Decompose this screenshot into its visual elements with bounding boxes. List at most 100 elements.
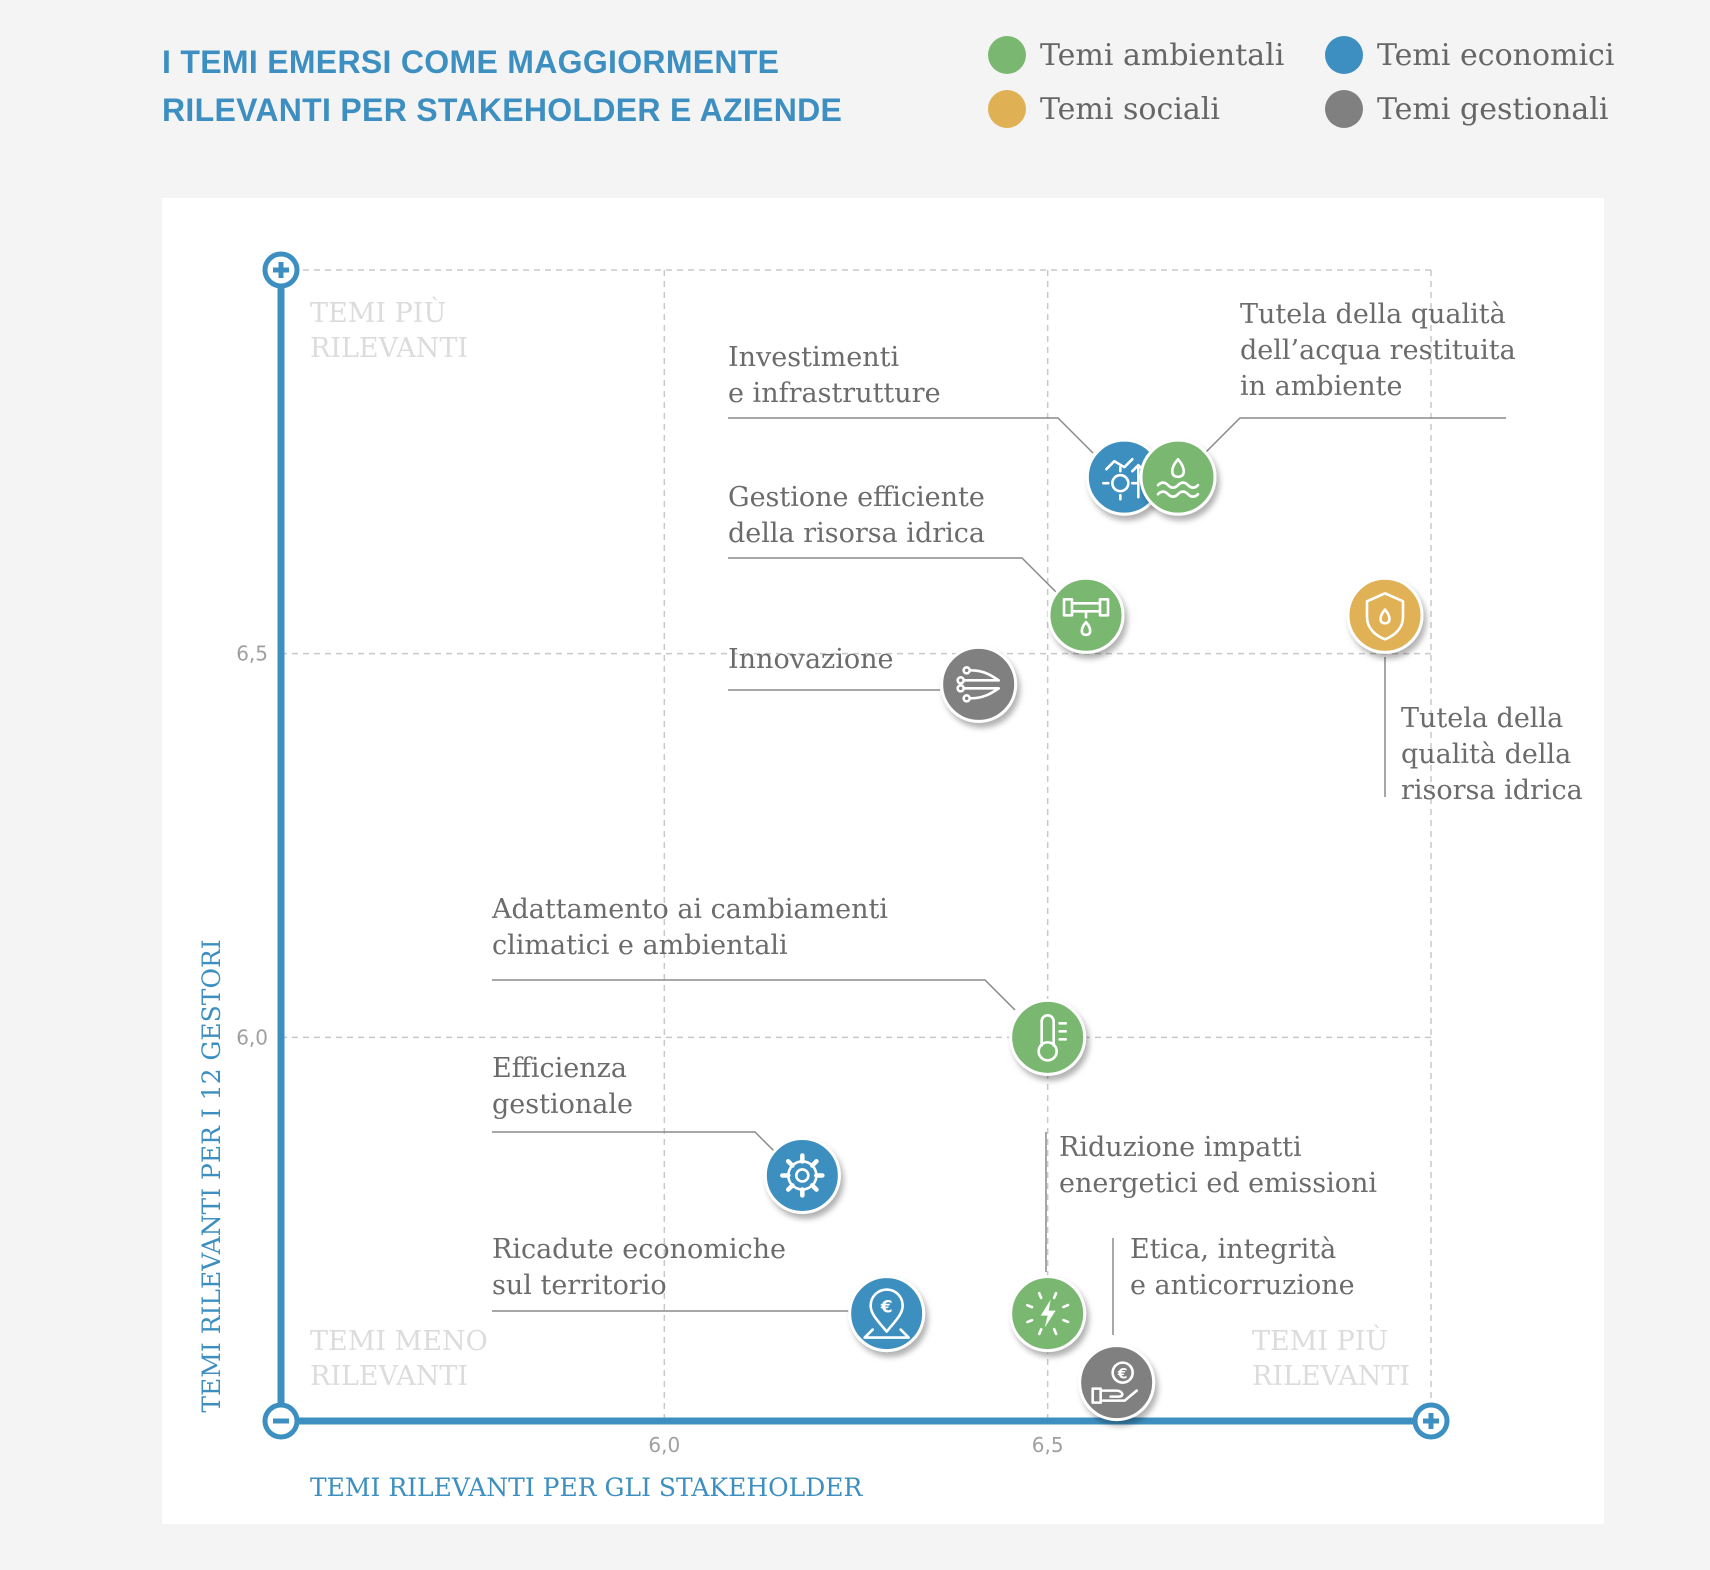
wave-2 — [1156, 490, 1200, 498]
data-point-circle — [1078, 1344, 1156, 1422]
point-label: Innovazione — [728, 644, 894, 675]
pipe-flange-r — [1098, 597, 1110, 617]
legend-label-sociali: Temi sociali — [1040, 91, 1220, 127]
circuit-node — [956, 684, 965, 693]
shield-shape — [1365, 591, 1405, 641]
data-point — [1346, 576, 1424, 654]
point-label-line: gestionale — [492, 1089, 633, 1120]
gear-tooth — [785, 1183, 795, 1192]
coin-euro: € — [1117, 1367, 1128, 1383]
quadrant-label-top-left-line: TEMI PIÙ — [310, 295, 446, 329]
chart-title: I TEMI EMERSI COME MAGGIORMENTE RILEVANT… — [162, 38, 922, 134]
quadrant-label-bottom-left-line: TEMI MENO — [310, 1326, 488, 1357]
data-point-circle — [763, 1136, 841, 1214]
x-axis-title: TEMI RILEVANTI PER GLI STAKEHOLDER — [310, 1473, 864, 1502]
leader-line — [728, 417, 1094, 454]
point-label-line: energetici ed emissioni — [1059, 1168, 1377, 1199]
legend-dot-sociali — [988, 90, 1026, 128]
point-label-line: Investimenti — [728, 342, 899, 373]
circuit-node — [962, 666, 971, 675]
hand-euro-icon: € — [1091, 1361, 1138, 1404]
drop-shape — [1170, 457, 1186, 479]
circuit-lines — [963, 669, 1000, 700]
drop-shape — [1080, 620, 1092, 637]
point-label-line: Tutela della — [1401, 703, 1563, 734]
point-label: Tutela della qualità dell’acqua restituit… — [1240, 299, 1516, 402]
point-label-line: sul territorio — [492, 1270, 667, 1301]
euro-pin-icon: € — [863, 1288, 910, 1339]
point-label-line: Efficienza — [492, 1053, 627, 1084]
point-label-line: Adattamento ai cambiamenti — [491, 894, 888, 925]
quadrant-label-bottom-right-line: TEMI PIÙ — [1252, 1323, 1388, 1357]
data-point — [763, 1136, 841, 1214]
point-label-line: Innovazione — [728, 644, 894, 675]
circuit-icon — [956, 666, 1000, 703]
water-waves-icon — [1156, 457, 1200, 498]
leader-line — [492, 1131, 786, 1163]
thermo-tube — [1040, 1014, 1055, 1047]
quadrant-label-bottom-left-line: RILEVANTI — [310, 1361, 468, 1392]
point-label-line: qualità della — [1401, 739, 1571, 770]
quadrant-label-top-left: TEMI PIÙ RILEVANTI — [310, 295, 468, 364]
x-axis-plus-icon — [1412, 1402, 1450, 1440]
thermo-bulb — [1037, 1041, 1058, 1062]
origin-minus-icon — [262, 1402, 300, 1440]
point-label: Adattamento ai cambiamenti climatici e am… — [491, 894, 888, 961]
pipe-body — [1070, 601, 1102, 619]
data-point-circle — [1346, 576, 1424, 654]
point-label-line: Riduzione impatti — [1059, 1132, 1302, 1163]
hand-shape — [1091, 1387, 1138, 1404]
wave-1 — [1156, 481, 1200, 489]
pin-base — [863, 1328, 910, 1339]
legend-item-economici: Temi economici — [1325, 36, 1614, 74]
point-label-line: climatici e ambientali — [492, 930, 788, 961]
energy-ray — [1052, 1327, 1058, 1336]
energy-ray — [1052, 1291, 1058, 1300]
point-label-line: della risorsa idrica — [728, 518, 985, 549]
data-point-circle — [1009, 998, 1087, 1076]
trend-line — [1105, 457, 1134, 471]
circuit-node — [962, 694, 971, 703]
point-label: Riduzione impatti energetici ed emissioni — [1059, 1132, 1377, 1199]
point-label-line: dell’acqua restituita — [1240, 335, 1516, 366]
legend-item-gestionali: Temi gestionali — [1325, 90, 1608, 128]
point-label-line: Tutela della qualità — [1240, 299, 1506, 330]
pin-shape — [869, 1288, 904, 1333]
leader-line — [1204, 417, 1506, 454]
thermo-marks — [1058, 1022, 1067, 1041]
coin-ring — [1111, 1361, 1134, 1384]
y-tick-label: 6,0 — [236, 1025, 268, 1049]
energy-ray — [1026, 1303, 1034, 1309]
thermometer-icon — [1037, 1014, 1067, 1062]
gear-tooth — [785, 1159, 795, 1168]
drop-shape — [1379, 608, 1391, 625]
quadrant-label-bottom-right-line: RILEVANTI — [1252, 1361, 1410, 1392]
gear-tooth — [809, 1183, 819, 1192]
legend-dot-economici — [1325, 36, 1363, 74]
title-line-2: RILEVANTI PER STAKEHOLDER E AZIENDE — [162, 92, 843, 128]
data-point — [1009, 998, 1087, 1076]
data-point: € — [848, 1275, 926, 1353]
quadrant-label-bottom-right: TEMI PIÙ RILEVANTI — [1252, 1323, 1410, 1392]
legend-item-ambientali: Temi ambientali — [988, 36, 1284, 74]
title-line-1: I TEMI EMERSI COME MAGGIORMENTE — [162, 44, 780, 80]
legend-label-ambientali: Temi ambientali — [1040, 37, 1285, 73]
markers: €€ — [763, 438, 1424, 1422]
point-label-line: Ricadute economiche — [492, 1234, 786, 1265]
energy-ray — [1037, 1291, 1043, 1300]
energy-icon — [1026, 1291, 1070, 1336]
point-label: Ricadute economiche sul territorio — [492, 1234, 786, 1301]
quadrant-label-bottom-left: TEMI MENO RILEVANTI — [310, 1326, 488, 1392]
point-label-line: in ambiente — [1240, 371, 1402, 402]
energy-ray — [1062, 1318, 1070, 1324]
data-point — [1047, 576, 1125, 654]
bolt-shape — [1040, 1299, 1056, 1328]
data-point — [1009, 1275, 1087, 1353]
quadrant-label-top-left-line: RILEVANTI — [310, 333, 468, 364]
energy-ray — [1062, 1303, 1070, 1309]
data-point — [1139, 438, 1217, 516]
